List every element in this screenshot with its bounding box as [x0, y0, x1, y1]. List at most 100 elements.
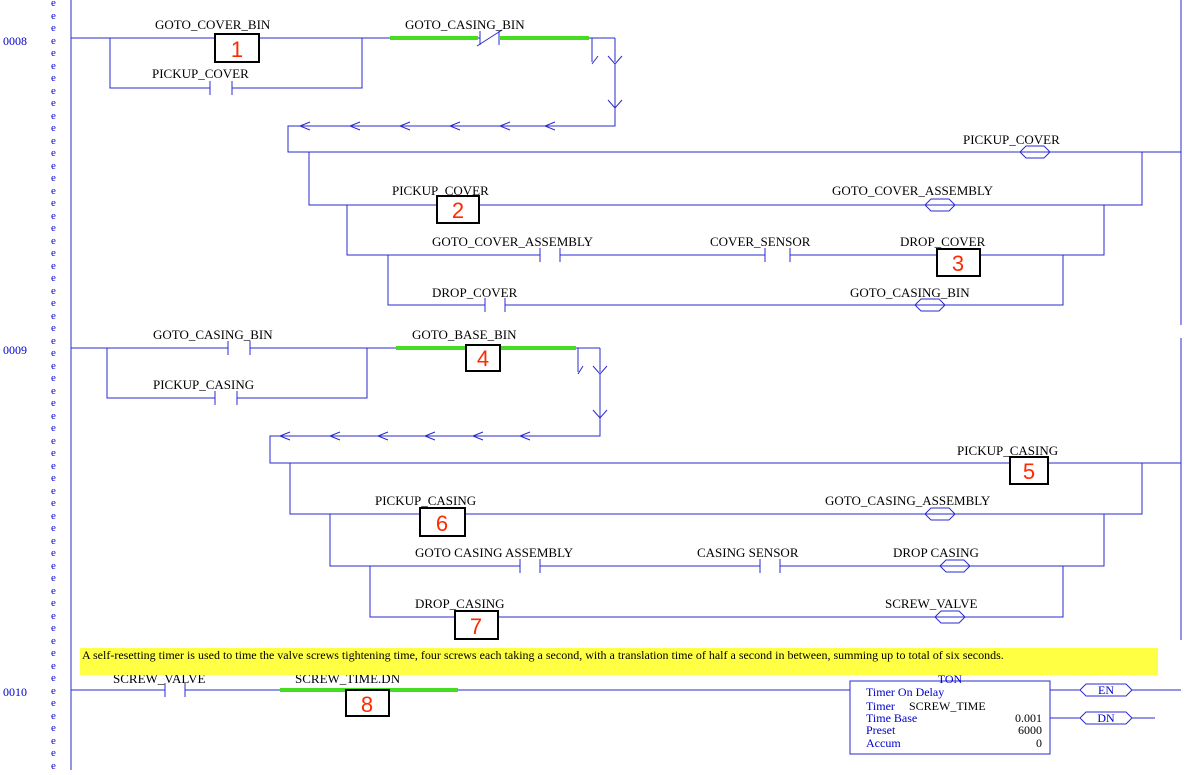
label-screw-valve-coil: SCREW_VALVE — [885, 596, 978, 611]
svg-text:2: 2 — [452, 198, 464, 223]
rail-letter: e — [51, 172, 56, 184]
coil-drop-casing[interactable] — [939, 559, 971, 573]
en-output[interactable]: EN — [1079, 683, 1133, 697]
rail-letter: e — [51, 460, 56, 472]
rail-letter: e — [51, 660, 56, 672]
contact-goto-cover-assembly[interactable] — [539, 248, 561, 262]
rail-letter: e — [51, 647, 56, 659]
time-base-label: Time Base — [866, 711, 917, 725]
svg-text:4: 4 — [477, 346, 489, 371]
contact-screw-valve[interactable] — [164, 683, 186, 697]
rung-number: 0009 — [3, 343, 27, 357]
coil-goto-casing-bin[interactable] — [914, 298, 946, 312]
rail-letter: e — [51, 85, 56, 97]
rail-letter: e — [51, 522, 56, 534]
label-goto-cover-assembly: GOTO_COVER_ASSEMBLY — [832, 183, 994, 198]
rail-letter: e — [51, 622, 56, 634]
label-goto-cover-assembly-2: GOTO_COVER_ASSEMBLY — [432, 234, 594, 249]
rail-letter: e — [51, 697, 56, 709]
rail-letter: e — [51, 760, 56, 770]
rail-letter: e — [51, 722, 56, 734]
label-goto-cover-bin: GOTO_COVER_BIN — [155, 17, 271, 32]
rail-letter: e — [51, 197, 56, 209]
coil-pickup-cover[interactable] — [1019, 145, 1051, 159]
contact-goto-casing-bin-2[interactable] — [227, 341, 251, 355]
rail-letter: e — [51, 222, 56, 234]
rail-letter: e — [51, 360, 56, 372]
marker-5: 5 — [1009, 456, 1049, 485]
contact-goto-casing-assembly[interactable] — [519, 559, 541, 573]
label-goto-casing-assembly-2: GOTO CASING ASSEMBLY — [415, 545, 574, 560]
svg-text:DN: DN — [1097, 711, 1115, 725]
rail-letter: e — [51, 447, 56, 459]
rail-letter: e — [51, 260, 56, 272]
label-drop-casing-2: DROP_CASING — [415, 596, 505, 611]
label-drop-casing: DROP CASING — [893, 545, 979, 560]
ton-timer-block[interactable]: TON Timer On Delay Timer SCREW_TIME Time… — [849, 672, 1051, 755]
rail-letter: e — [51, 435, 56, 447]
label-pickup-casing-coil: PICKUP_CASING — [957, 443, 1058, 458]
contact-casing-sensor[interactable] — [759, 559, 781, 573]
rail-letter: e — [51, 285, 56, 297]
preset-value: 6000 — [1018, 723, 1042, 737]
rail-letter: e — [51, 610, 56, 622]
preset-label: Preset — [866, 723, 896, 737]
flow-arrows — [279, 431, 531, 441]
rail-letter: e — [51, 272, 56, 284]
rail-letter: e — [51, 347, 56, 359]
rung-number: 0008 — [3, 34, 27, 48]
dn-output[interactable]: DN — [1079, 711, 1133, 725]
rail-letter: e — [51, 122, 56, 134]
rail-letter: e — [51, 160, 56, 172]
label-pickup-casing: PICKUP_CASING — [153, 377, 254, 392]
rail-letter: e — [51, 135, 56, 147]
label-pickup-cover-2: PICKUP_COVER — [392, 183, 489, 198]
contact-pickup-casing[interactable] — [214, 391, 238, 405]
label-goto-base-bin: GOTO_BASE_BIN — [412, 327, 517, 342]
svg-text:5: 5 — [1023, 459, 1035, 484]
accum-label: Accum — [866, 736, 901, 750]
rail-letters: eeeeeeeeeeeeeeeeeeeeeeeeeeeeeeeeeeeeeeee… — [51, 0, 56, 772]
label-goto-casing-bin-2: GOTO_CASING_BIN — [153, 327, 273, 342]
rail-letter: e — [51, 735, 56, 747]
label-cover-sensor: COVER_SENSOR — [710, 234, 811, 249]
rung-number: 0010 — [3, 685, 27, 699]
coil-goto-casing-assembly[interactable] — [924, 507, 956, 521]
rail-letter: e — [51, 60, 56, 72]
rail-letter: e — [51, 247, 56, 259]
rung-0008: 0008 GOTO_COVER_BIN PICKUP_COVER GOTO_CA… — [3, 17, 1181, 312]
contact-pickup-cover[interactable] — [200, 81, 233, 95]
label-pickup-cover: PICKUP_COVER — [152, 66, 249, 81]
contact-cover-sensor[interactable] — [764, 248, 791, 262]
label-casing-sensor: CASING SENSOR — [697, 545, 799, 560]
rail-letter: e — [51, 310, 56, 322]
marker-8: 8 — [345, 689, 390, 717]
rail-letter: e — [51, 110, 56, 122]
rail-letter: e — [51, 422, 56, 434]
rail-letter: e — [51, 10, 56, 22]
coil-goto-cover-assembly[interactable] — [924, 198, 956, 212]
rail-letter: e — [51, 572, 56, 584]
rail-letter: e — [51, 297, 56, 309]
contact-goto-casing-bin[interactable] — [476, 29, 503, 47]
rail-letter: e — [51, 497, 56, 509]
rail-letter: e — [51, 672, 56, 684]
rail-letter: e — [51, 385, 56, 397]
rail-letter: e — [51, 185, 56, 197]
contact-drop-cover[interactable] — [484, 298, 506, 312]
timer-type: TON — [938, 672, 963, 686]
marker-6: 6 — [419, 507, 466, 537]
rail-letter: e — [51, 560, 56, 572]
label-goto-casing-bin: GOTO_CASING_BIN — [405, 17, 525, 32]
label-drop-cover: DROP_COVER — [900, 234, 986, 249]
rail-letter: e — [51, 597, 56, 609]
label-pickup-casing-2: PICKUP_CASING — [375, 493, 476, 508]
timer-title: Timer On Delay — [866, 685, 944, 699]
time-base-value: 0.001 — [1015, 711, 1042, 725]
rail-letter: e — [51, 747, 56, 759]
coil-screw-valve[interactable] — [934, 610, 966, 624]
rung-comment: A self-resetting timer is used to time t… — [80, 648, 1158, 675]
rail-letter: e — [51, 472, 56, 484]
rail-letter: e — [51, 535, 56, 547]
rail-letter: e — [51, 97, 56, 109]
